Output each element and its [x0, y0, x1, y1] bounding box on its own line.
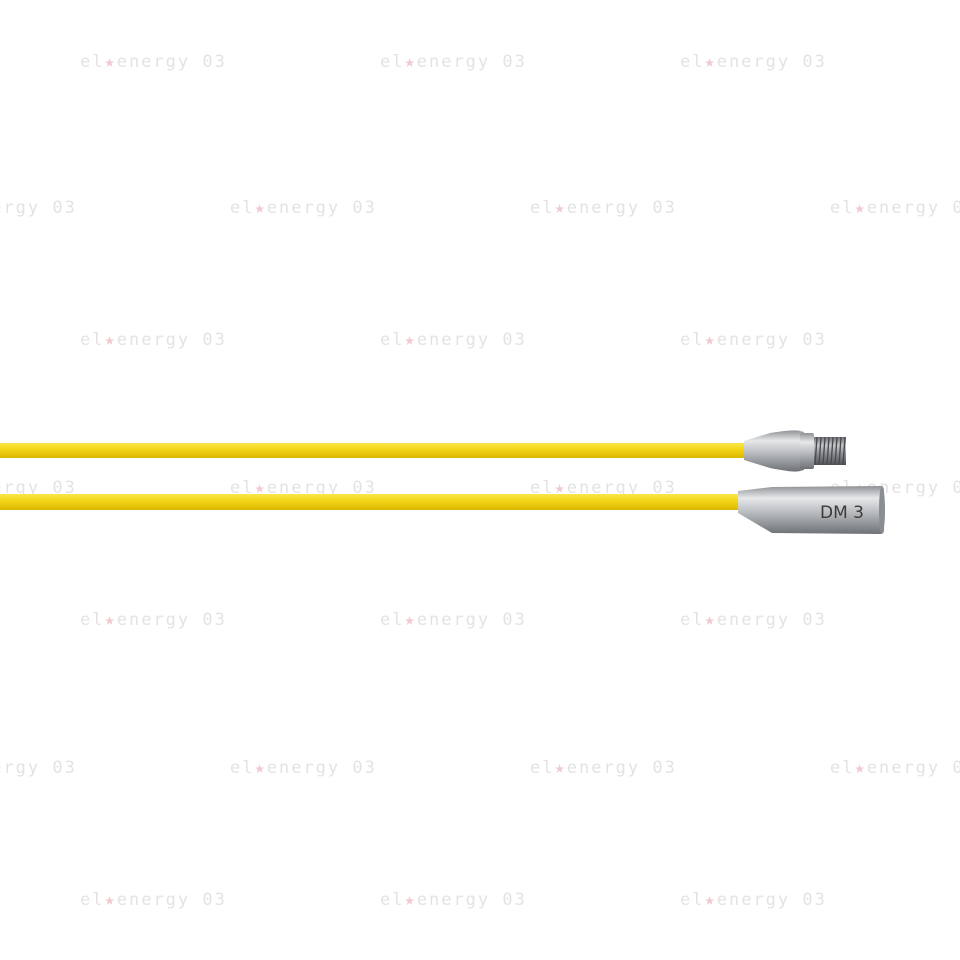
- upper-rod: [0, 430, 846, 472]
- upper-rod-collar: [800, 433, 814, 469]
- fitting-engraving: DM 3: [820, 503, 864, 523]
- upper-rod-shaft: [0, 443, 756, 458]
- upper-rod-thread: [814, 436, 846, 466]
- lower-rod-shaft: [0, 494, 750, 510]
- lower-rod: DM 3: [0, 486, 885, 534]
- lower-rod-fitting: [738, 486, 884, 534]
- upper-rod-ferrule: [744, 430, 804, 472]
